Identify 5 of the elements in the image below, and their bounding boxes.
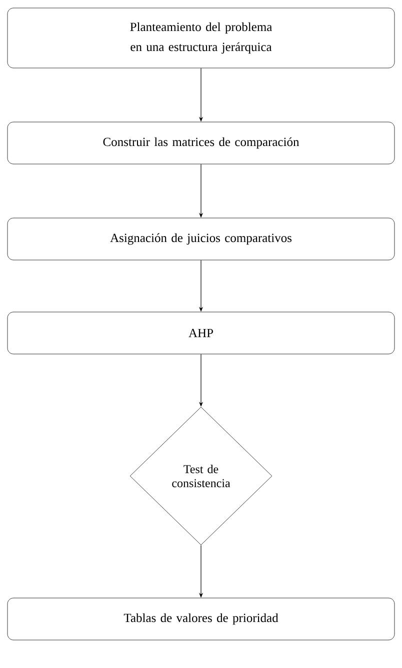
process-box: Construir las matrices de comparación xyxy=(7,122,395,164)
process-box: Asignación de juicios comparativos xyxy=(7,218,395,260)
process-box: Planteamiento del problema en una estructura jerárquica xyxy=(7,8,395,68)
process-box: Tablas de valores de prioridad xyxy=(7,598,395,640)
process-box: AHP xyxy=(7,312,395,354)
